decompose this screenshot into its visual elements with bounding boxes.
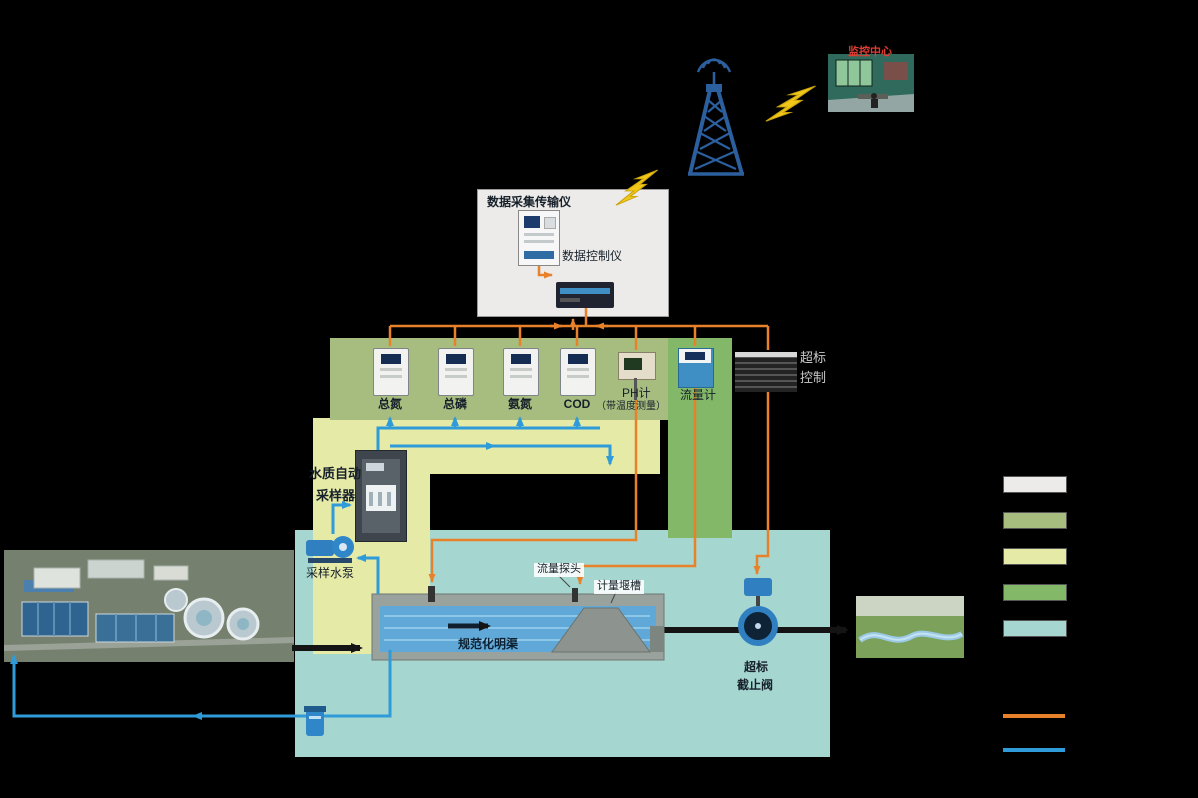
cabinet-screen [381,354,401,364]
radio-tower-icon [688,58,744,176]
overlimit-controller-label-2: 控制 [800,370,827,385]
legend-line-water [1003,748,1065,752]
signal-lines [388,264,770,585]
analyzer-label-tp: 总磷 [442,397,467,411]
river-image [856,596,964,658]
legend-swatch-analyzer-panel [1003,512,1067,529]
shutoff-valve-device [738,578,782,648]
auto-sampler-device [355,450,407,542]
cabinet-screen [446,354,466,364]
legend-swatch-meter-panel [1003,584,1067,601]
collector-title: 数据采集传输仪 [487,195,572,209]
flow-probe [572,588,578,602]
flow-meter-label: 流量计 [680,388,717,402]
return-pump-device [304,706,326,736]
controller-label: 数据控制仪 [562,249,623,263]
open-channel-flume [371,574,665,661]
legend-swatch-channel-panel [1003,620,1067,637]
analyzer-label-nh3n: 氨氮 [507,397,532,411]
analyzer-label-tn: 总氮 [377,397,402,411]
sampling-pump-label: 采样水泵 [306,566,355,580]
analyzer-cabinet-nh3n [503,348,539,396]
overlimit-controller-label-1: 超标 [800,350,827,365]
flow-meter-device [678,348,714,388]
ph-meter-pole [634,378,637,400]
cabinet-screen [568,354,588,364]
analyzer-cabinet-cod [560,348,596,396]
analyzer-cabinet-tn [373,348,409,396]
overlimit-controller-device [735,352,797,392]
shutoff-valve-label-2: 截止阀 [737,678,774,692]
water-lines [10,416,614,720]
ph-meter-device [618,352,656,380]
ph-meter-label: PH计 [622,386,651,400]
ph-probe [428,586,435,602]
sampler-label-2: 采样器 [316,488,356,503]
channel-label: 规范化明渠 [458,637,519,651]
cabinet-screen [511,354,531,364]
data-collector-device [518,210,560,266]
legend-swatch-collector-panel [1003,476,1067,493]
analyzer-label-cod: COD [563,397,591,411]
lightning-bolt-tower-to-center [765,85,816,122]
lightning-bolt-collector-to-tower [615,169,659,206]
analyzer-cabinet-tp [438,348,474,396]
sampling-pump-device [306,534,354,564]
monitor-center-image [828,54,914,112]
flow-probe-label: 流量探头 [534,563,584,577]
wireless-lightning-icons [615,85,816,206]
data-controller-device [556,282,614,308]
shutoff-valve-label-1: 超标 [744,660,769,674]
monitor-center-label: 监控中心 [848,46,892,58]
ph-meter-note: （带温度测量） [596,401,666,412]
legend-swatch-sampling-panel [1003,548,1067,565]
weir-label: 计量堰槽 [594,580,644,594]
treatment-plant-image [3,540,295,668]
legend-line-signal [1003,714,1065,718]
sampler-label-1: 水质自动 [309,466,362,481]
